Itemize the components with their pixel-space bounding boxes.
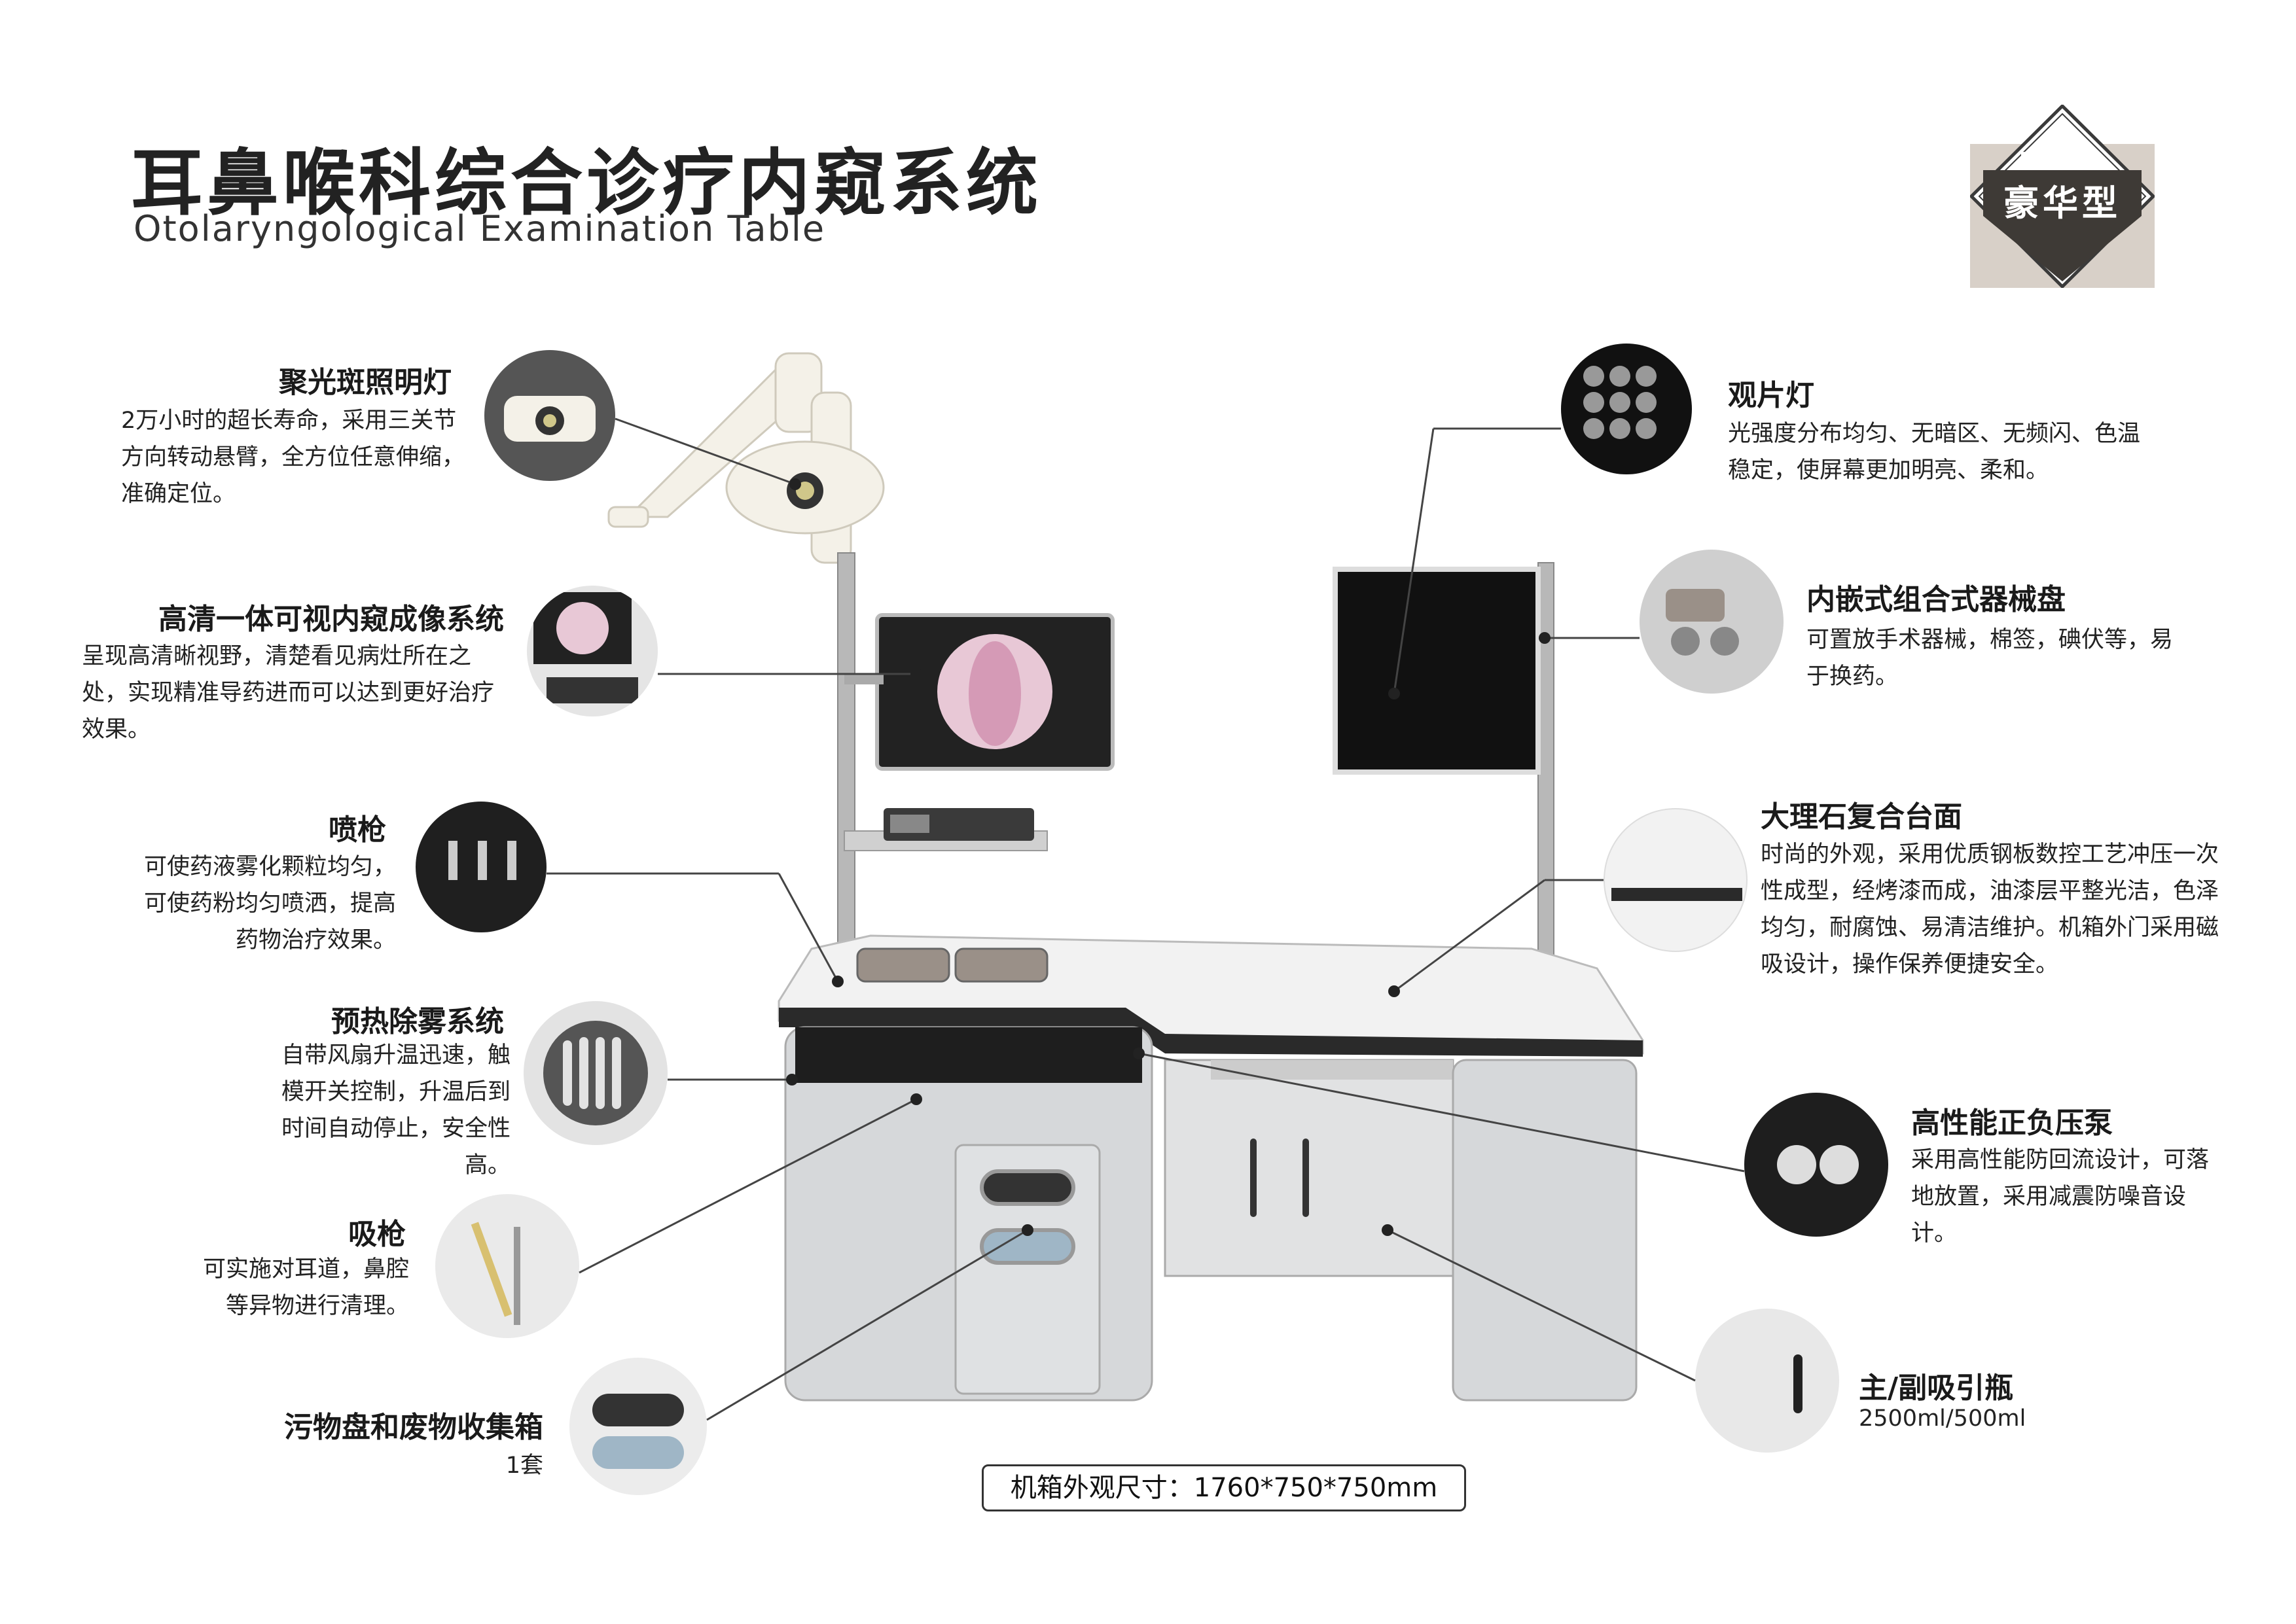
thumb-film-viewer — [1561, 344, 1692, 474]
spotlight-title: 聚光斑照明灯 — [279, 366, 452, 399]
tray-desc: 可置放手术器械，棉签，碘伏等，易于换药。 — [1806, 627, 2174, 690]
imaging-host — [844, 808, 1048, 851]
film-viewer-panel — [1333, 567, 1541, 775]
lamp-arm — [607, 352, 885, 564]
thumb-spray-gun — [416, 802, 547, 932]
left-pole — [837, 552, 855, 959]
page-subtitle: Otolaryngological Examination Table — [134, 208, 826, 249]
marble-desc: 时尚的外观，采用优质钢板数控工艺冲压一次性成型，经烤漆而成，油漆层平整光洁，色泽… — [1761, 841, 2219, 978]
thumb-preheat — [524, 1001, 668, 1145]
suction-gun-title: 吸枪 — [348, 1218, 406, 1251]
dimensions-label: 机箱外观尺寸：1760*750*750mm — [982, 1464, 1466, 1511]
preheat-desc: 自带风扇升温迅速，触模开关控制，升温后到时间自动停止，安全性高。 — [281, 1042, 511, 1178]
thumb-spotlight — [484, 350, 615, 481]
film-viewer-desc: 光强度分布均匀、无暗区、无频闪、色温稳定，使屏幕更加明亮、柔和。 — [1728, 421, 2141, 484]
spray-gun-title: 喷枪 — [329, 813, 386, 847]
thumb-marble — [1604, 808, 1748, 952]
spray-gun-desc: 可使药液雾化颗粒均匀，可使药粉均匀喷洒，提高药物治疗效果。 — [143, 854, 396, 953]
thumb-endoscope — [527, 586, 658, 716]
waste-title: 污物盘和废物收集箱 — [284, 1411, 543, 1444]
preheat-title: 预热除雾系统 — [331, 1005, 504, 1038]
waste-desc: 1套 — [505, 1453, 543, 1479]
thumb-bottle — [1695, 1309, 1839, 1453]
page-title: 耳鼻喉科综合诊疗内窥系统 — [131, 141, 1042, 225]
pump-title: 高性能正负压泵 — [1911, 1106, 2113, 1140]
deluxe-badge: Deluxe 豪华型 — [1969, 103, 2156, 289]
thumb-pump — [1744, 1093, 1888, 1237]
tray-title: 内嵌式组合式器械盘 — [1806, 583, 2066, 616]
table-body — [778, 934, 1644, 1402]
endoscope-title: 高清一体可视内窥成像系统 — [158, 603, 504, 636]
bottle-desc: 2500ml/500ml — [1859, 1405, 2026, 1432]
pump-desc: 采用高性能防回流设计，可落地放置，采用减震防噪音设计。 — [1911, 1147, 2210, 1246]
film-viewer-title: 观片灯 — [1728, 379, 1814, 412]
bottle-title: 主/副吸引瓶 — [1859, 1371, 2014, 1405]
marble-title: 大理石复合台面 — [1761, 800, 1962, 834]
spotlight-desc: 2万小时的超长寿命，采用三关节方向转动悬臂，全方位任意伸缩，准确定位。 — [121, 408, 465, 507]
thumb-waste — [569, 1358, 707, 1495]
monitor — [844, 613, 1115, 771]
endoscope-desc: 呈现高清晰视野，清楚看见病灶所在之处，实现精准导药进而可以达到更好治疗效果。 — [82, 643, 495, 743]
badge-en: Deluxe — [2018, 148, 2106, 174]
thumb-tray — [1640, 550, 1784, 694]
badge-cn: 豪华型 — [2003, 183, 2121, 224]
thumb-suction-gun — [435, 1194, 579, 1338]
suction-gun-desc: 可实施对耳道，鼻腔等异物进行清理。 — [202, 1256, 409, 1319]
